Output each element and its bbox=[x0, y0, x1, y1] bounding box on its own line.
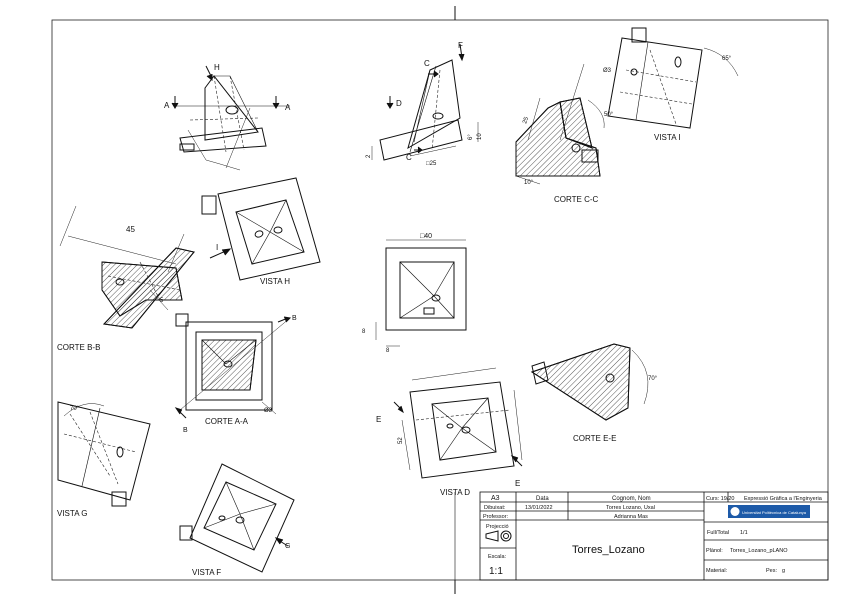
label-vista-f: VISTA F bbox=[192, 568, 221, 577]
dim-25-square: □25 bbox=[426, 161, 437, 167]
sheet-border bbox=[51, 19, 829, 581]
dim-2: 2 bbox=[366, 154, 372, 158]
marker-e-left: E bbox=[376, 415, 381, 424]
section-bb-drawing bbox=[59, 205, 195, 329]
dim-52: 52 bbox=[398, 437, 404, 444]
tb-row-dibuixat: Dibuixat: bbox=[484, 505, 506, 511]
section-aa-drawing bbox=[174, 313, 292, 419]
tb-pes-label: Pes: bbox=[766, 568, 777, 574]
tb-plano: Torres_Lozano_pLANO bbox=[730, 548, 788, 554]
dim-40: □40 bbox=[420, 233, 432, 240]
label-vista-d: VISTA D bbox=[440, 488, 470, 497]
marker-c-top: C bbox=[424, 59, 430, 68]
tb-col-data: Data bbox=[536, 496, 549, 502]
dim-25: 25 bbox=[522, 116, 530, 125]
dim-5: 5 bbox=[160, 298, 164, 304]
tb-university: Universitat Politècnica de Catalunya bbox=[742, 510, 807, 515]
tb-escala-label: Escala: bbox=[488, 554, 507, 560]
tb-full-label: Full/Total bbox=[707, 530, 729, 536]
view-d-drawing bbox=[393, 367, 523, 479]
label-vista-i: VISTA I bbox=[654, 133, 681, 142]
section-ee-drawing bbox=[530, 343, 649, 421]
label-corte-bb: CORTE B-B bbox=[57, 343, 100, 352]
marker-h: H bbox=[214, 63, 220, 72]
marker-d: D bbox=[396, 99, 402, 108]
label-corte-cc: CORTE C-C bbox=[554, 195, 599, 204]
dim-70-g: 70° bbox=[70, 406, 80, 412]
marker-a-right: A bbox=[285, 103, 291, 112]
tb-projeccio: Projecció bbox=[486, 524, 509, 530]
dim-6: 6° bbox=[468, 134, 474, 140]
dim-45: 45 bbox=[126, 225, 135, 234]
tb-material-label: Material: bbox=[706, 568, 728, 574]
view-h-drawing bbox=[201, 177, 321, 281]
tb-row-professor: Professor: bbox=[483, 514, 509, 520]
marker-a-left: A bbox=[164, 101, 170, 110]
tb-plano-label: Plànol: bbox=[706, 548, 723, 554]
dim-8a: 8 bbox=[362, 329, 366, 335]
dim-10-deg: 10° bbox=[524, 180, 534, 186]
marker-c-bottom: C bbox=[406, 153, 412, 162]
marker-i: I bbox=[216, 243, 218, 252]
university-logo bbox=[728, 505, 810, 518]
dim-50: 50° bbox=[604, 112, 614, 118]
marker-b-bottom: B bbox=[183, 427, 188, 434]
tb-format: A3 bbox=[491, 495, 500, 502]
tb-professor: Adrianna Mas bbox=[614, 514, 648, 520]
tb-curs: Curs: 19/20 bbox=[706, 496, 734, 502]
view-d-source bbox=[371, 43, 479, 161]
label-vista-g: VISTA G bbox=[57, 509, 88, 518]
dim-8b: 8 bbox=[386, 348, 390, 354]
label-corte-aa: CORTE A-A bbox=[205, 417, 249, 426]
tb-col-name: Cognom, Nom bbox=[612, 496, 651, 502]
tb-drawing-title: Torres_Lozano bbox=[572, 544, 645, 556]
marker-b-top: B bbox=[292, 315, 297, 322]
label-corte-ee: CORTE E-E bbox=[573, 434, 616, 443]
marker-e-right: E bbox=[515, 479, 520, 488]
tb-date: 13/01/2022 bbox=[525, 505, 553, 511]
dim-65: 65° bbox=[722, 56, 732, 62]
label-vista-h: VISTA H bbox=[260, 277, 290, 286]
tb-escala: 1:1 bbox=[489, 566, 503, 577]
tb-course: Expressió Gràfica a l'Enginyeria bbox=[744, 496, 823, 502]
view-main-front bbox=[171, 65, 290, 171]
dim-10: 10 bbox=[477, 133, 483, 140]
view-i-drawing bbox=[607, 27, 739, 129]
dim-3b: Ø3 bbox=[264, 408, 273, 414]
marker-f: F bbox=[458, 41, 463, 50]
view-f-drawing bbox=[179, 463, 295, 573]
tb-drawn-by: Torres Lozano, Uxal bbox=[606, 505, 655, 511]
view-g-drawing bbox=[57, 401, 151, 507]
title-block bbox=[479, 491, 829, 581]
dim-3: Ø3 bbox=[603, 68, 612, 74]
university-logo-seal bbox=[730, 507, 740, 516]
tb-pes: g bbox=[782, 568, 785, 574]
marker-g: G bbox=[285, 543, 290, 550]
view-top-center bbox=[375, 239, 467, 347]
tb-full: 1/1 bbox=[740, 530, 748, 536]
dim-70-e: 70° bbox=[648, 376, 658, 382]
section-cc-drawing bbox=[515, 63, 605, 185]
